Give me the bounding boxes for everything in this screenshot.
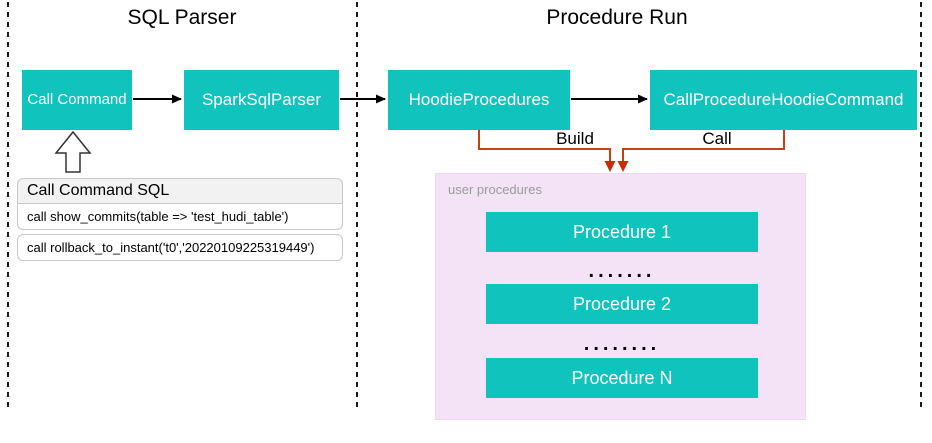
node-sparksqlparser: SparkSqlParser [184,70,339,130]
ellipsis-dots-1: ....... [588,260,656,282]
node-hoodieprocedures: HoodieProcedures [388,70,570,130]
hollow-up-arrow-icon [54,130,92,173]
sql-statement-show-commits: call show_commits(table => 'test_hudi_ta… [17,204,343,230]
section-title-sql-parser: SQL Parser [127,6,237,29]
call-arrowhead-icon [617,161,629,172]
call-command-sql-panel: Call Command SQL call show_commits(table… [17,178,343,261]
edge-label-call: Call [702,129,732,148]
node-procedure-2: Procedure 2 [486,284,758,324]
node-call-command: Call Command [22,70,132,130]
sql-panel-header: Call Command SQL [17,178,343,204]
user-procedures-container: user procedures Procedure 1 ....... Proc… [435,173,806,420]
edge-label-build: Build [556,129,594,148]
section-title-procedure-run: Procedure Run [546,6,688,29]
user-procedures-label: user procedures [448,182,542,197]
node-procedure-n: Procedure N [486,358,758,398]
node-callprocedurehoodiecommand: CallProcedureHoodieCommand [650,70,917,130]
build-arrowhead-icon [604,161,616,172]
ellipsis-dots-2: ........ [583,333,661,355]
node-procedure-1: Procedure 1 [486,212,758,252]
sql-statement-rollback-to-instant: call rollback_to_instant('t0','202201092… [17,234,343,261]
